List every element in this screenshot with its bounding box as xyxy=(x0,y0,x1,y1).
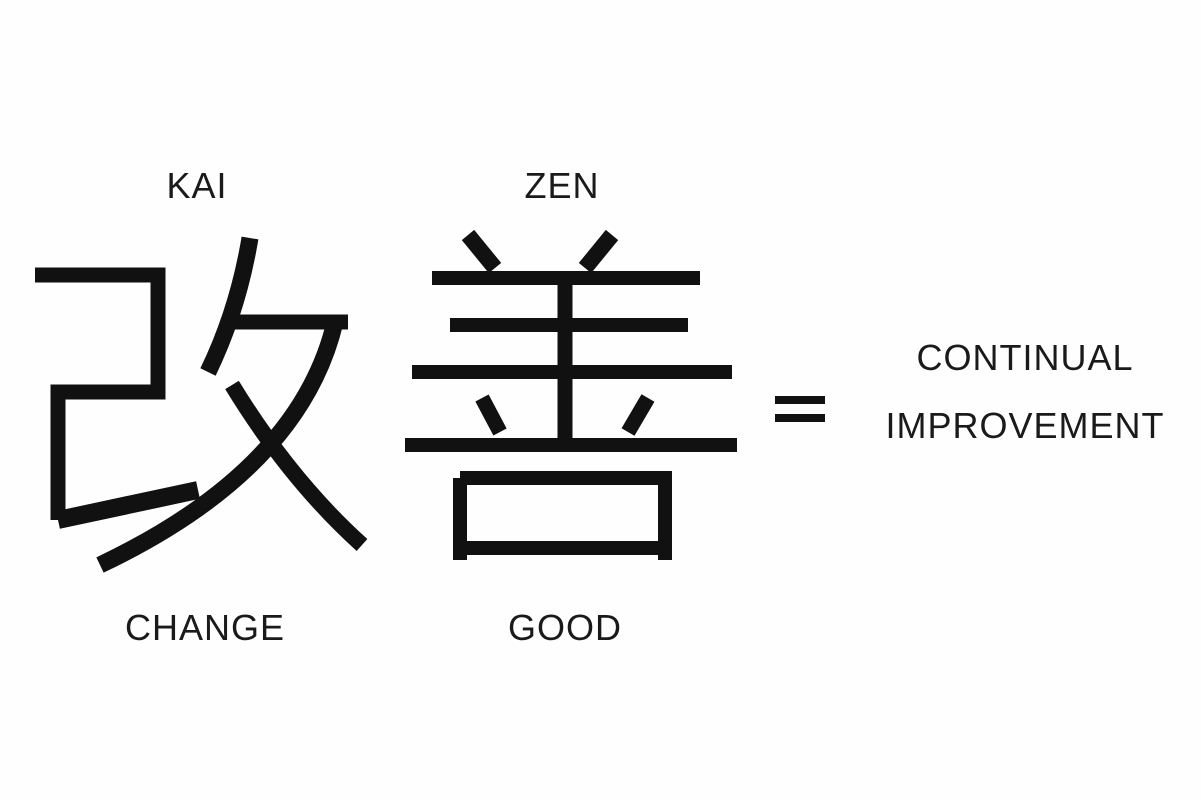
kanji-zen: 善 xyxy=(405,229,737,560)
label-improvement: IMPROVEMENT xyxy=(885,405,1165,446)
label-change: CHANGE xyxy=(124,607,286,648)
label-good: GOOD xyxy=(507,607,623,648)
label-zen: ZEN xyxy=(524,165,600,206)
equals-sign-top-bar xyxy=(775,396,825,404)
label-continual: CONTINUAL xyxy=(916,337,1134,378)
kanji-kai: 改 xyxy=(35,236,368,573)
label-kai: KAI xyxy=(166,165,228,206)
equals-sign-bottom-bar xyxy=(775,414,825,422)
